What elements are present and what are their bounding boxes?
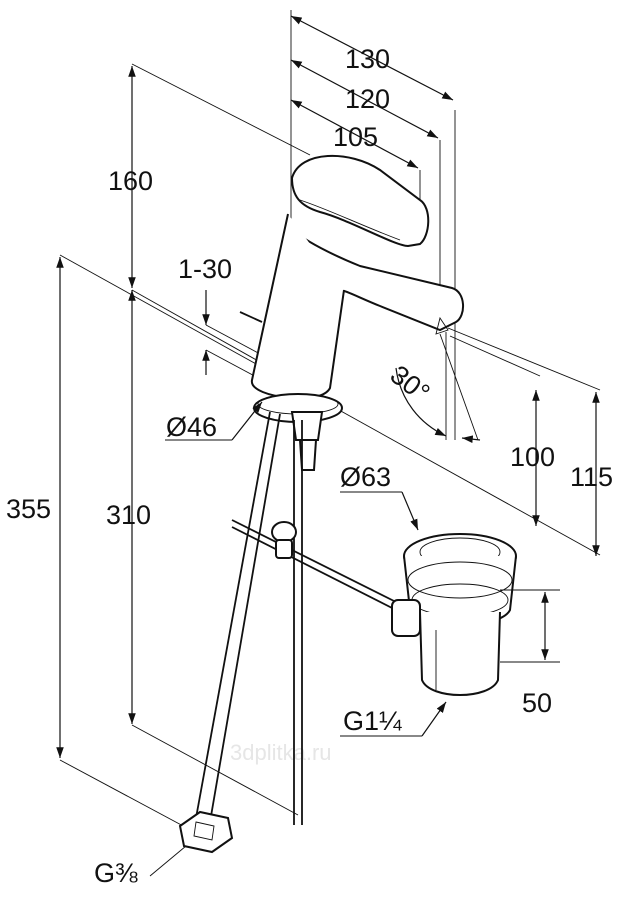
dim-100: 100	[510, 442, 555, 472]
dim-50-lines	[500, 589, 560, 663]
dim-115: 115	[570, 462, 613, 492]
watermark: 3dplitka.ru	[230, 740, 332, 765]
dim-g1-1-4: G1¼	[343, 706, 402, 736]
pop-up-linkage	[231, 519, 401, 611]
diam-46-leader	[165, 401, 263, 441]
dim-50: 50	[522, 688, 552, 718]
g1-1-4-leader	[340, 701, 447, 737]
pop-up-waste	[391, 533, 517, 696]
supply-hoses	[178, 411, 303, 854]
diam-63-leader	[340, 491, 419, 531]
dim-105: 105	[333, 122, 378, 152]
dim-1-30: 1-30	[178, 254, 232, 284]
right-dimension-lines	[395, 327, 601, 556]
dim-120: 120	[345, 84, 390, 114]
faucet-body	[239, 154, 464, 471]
dim-g3-8: G⅜	[94, 858, 138, 888]
dim-355: 355	[6, 494, 51, 524]
dim-310: 310	[106, 500, 151, 530]
dim-angle-30: 30°	[385, 359, 436, 408]
dim-130: 130	[345, 44, 390, 74]
dim-diam-63: Ø63	[340, 462, 391, 492]
dim-diam-46: Ø46	[166, 412, 217, 442]
dim-160: 160	[108, 166, 153, 196]
g3-8-leader	[149, 845, 187, 877]
